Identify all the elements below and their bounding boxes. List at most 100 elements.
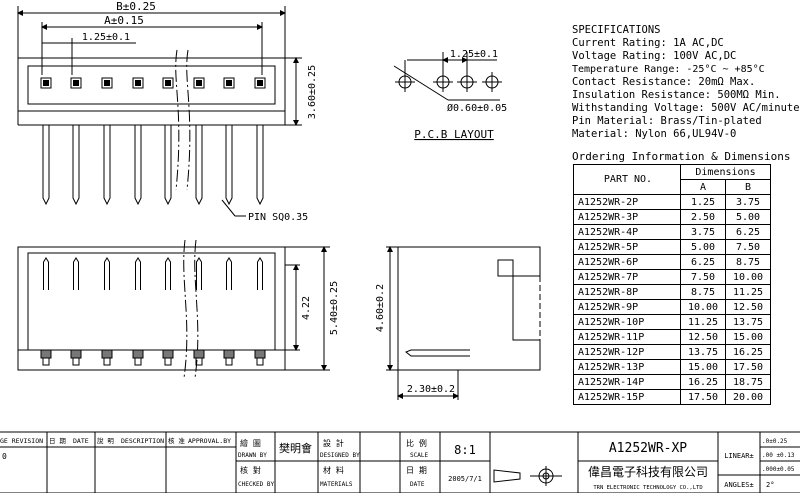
dim-b-cell: 20.00 xyxy=(725,389,771,405)
header-b: B xyxy=(725,179,771,195)
side-height-label: 4.60±0.2 xyxy=(375,284,386,332)
part-cell: A1252WR-6P xyxy=(573,254,681,270)
dim-a-cell: 2.50 xyxy=(680,209,726,225)
dim-a-cell: 5.00 xyxy=(680,239,726,255)
dim-a-cell: 17.50 xyxy=(680,389,726,405)
specifications-title: SPECIFICATIONS xyxy=(572,24,661,36)
date-header-cn: 日 期 xyxy=(49,437,66,445)
dim-a-cell: 6.25 xyxy=(680,254,726,270)
part-cell: A1252WR-14P xyxy=(573,374,681,390)
part-cell: A1252WR-9P xyxy=(573,299,681,315)
rev-header: GE REVISION xyxy=(0,437,43,445)
spec-material: Material: Nylon 66,UL94V-0 xyxy=(572,128,737,140)
ordering-title: Ordering Information & Dimensions xyxy=(572,150,791,163)
top-body-inner xyxy=(27,65,276,105)
pcb-hole-array xyxy=(395,72,502,92)
front-pin-6 xyxy=(193,257,205,366)
side-body xyxy=(397,246,541,371)
dim-b-cell: 16.25 xyxy=(725,344,771,360)
dim-a-cell: 7.50 xyxy=(680,269,726,285)
top-pin-4 xyxy=(132,77,144,206)
header-a: A xyxy=(680,179,726,195)
pcb-hole-2 xyxy=(433,72,453,92)
angles-label: ANGLES± xyxy=(724,481,754,489)
spec-current: Current Rating: 1A AC,DC xyxy=(572,37,724,49)
pin-leader xyxy=(221,199,246,217)
top-pin-7 xyxy=(223,77,235,206)
approval-header: APPROVAL.BY xyxy=(188,437,231,445)
front-view xyxy=(17,239,330,379)
company-cn: 偉昌電子科技有限公司 xyxy=(588,465,708,479)
designed-cn: 設 計 xyxy=(323,438,344,448)
top-pin-8 xyxy=(254,77,266,206)
rev-value: 0 xyxy=(2,452,7,461)
part-cell: A1252WR-15P xyxy=(573,389,681,405)
checked-cn: 核 對 xyxy=(240,465,261,475)
part-cell: A1252WR-4P xyxy=(573,224,681,240)
dim-b-cell: 7.50 xyxy=(725,239,771,255)
title-block-grid xyxy=(0,431,800,493)
dim-pitch-label: 1.25±0.1 xyxy=(82,32,130,43)
scale-cn: 比 例 xyxy=(406,438,427,448)
dim-total-height-label: 5.40±0.25 xyxy=(329,281,340,335)
side-width-label: 2.30±0.2 xyxy=(407,384,455,395)
dim-a-cell: 8.75 xyxy=(680,284,726,300)
dim-a-cell: 15.00 xyxy=(680,359,726,375)
front-pin-5 xyxy=(162,257,174,366)
date2-cn: 日 期 xyxy=(406,466,427,475)
tolerance-3: .000±0.05 xyxy=(762,466,795,473)
spec-voltage: Voltage Rating: 100V AC,DC xyxy=(572,50,737,62)
dim-a-cell: 3.75 xyxy=(680,224,726,240)
pcb-hole-1 xyxy=(395,72,415,92)
dim-b-label: B±0.25 xyxy=(116,0,156,13)
date-header: DATE xyxy=(73,437,89,445)
materials-cn: 材 料 xyxy=(323,465,344,475)
scale-label: SCALE xyxy=(410,452,428,459)
part-cell: A1252WR-8P xyxy=(573,284,681,300)
dim-a-cell: 11.25 xyxy=(680,314,726,330)
dim-b-cell: 13.75 xyxy=(725,314,771,330)
dim-b-cell: 17.50 xyxy=(725,359,771,375)
part-cell: A1252WR-2P xyxy=(573,194,681,210)
top-pin-5 xyxy=(162,77,174,206)
pcb-hole-label: Ø0.60±0.05 xyxy=(447,102,507,114)
dim-a-cell: 16.25 xyxy=(680,374,726,390)
part-cell: A1252WR-13P xyxy=(573,359,681,375)
angles-value: 2° xyxy=(766,481,774,489)
spec-temperature: Temperature Range: -25°C ~ +85°C xyxy=(572,64,765,75)
dim-b-cell: 18.75 xyxy=(725,374,771,390)
top-pin-array xyxy=(40,77,266,206)
dim-b-cell: 10.00 xyxy=(725,269,771,285)
part-cell: A1252WR-5P xyxy=(573,239,681,255)
materials-label: MATERIALS xyxy=(320,481,353,488)
date2-label: DATE xyxy=(410,481,425,488)
part-cell: A1252WR-12P xyxy=(573,344,681,360)
part-cell: A1252WR-3P xyxy=(573,209,681,225)
designed-label: DESIGNED BY xyxy=(320,452,360,459)
top-pin-6 xyxy=(193,77,205,206)
top-pin-2 xyxy=(70,77,82,206)
linear-label: LINEAR± xyxy=(724,452,754,460)
dim-a-cell: 12.50 xyxy=(680,329,726,345)
top-pin-3 xyxy=(101,77,113,206)
pcb-hole-4 xyxy=(482,72,502,92)
front-pin-2 xyxy=(70,257,82,366)
drawn-label: DRAWN BY xyxy=(238,452,267,459)
header-part-no: PART NO. xyxy=(573,164,681,195)
dim-b-cell: 5.00 xyxy=(725,209,771,225)
dim-b-cell: 3.75 xyxy=(725,194,771,210)
front-pin-1 xyxy=(40,257,52,366)
front-pin-array xyxy=(40,257,266,366)
front-body-outer xyxy=(17,246,286,371)
